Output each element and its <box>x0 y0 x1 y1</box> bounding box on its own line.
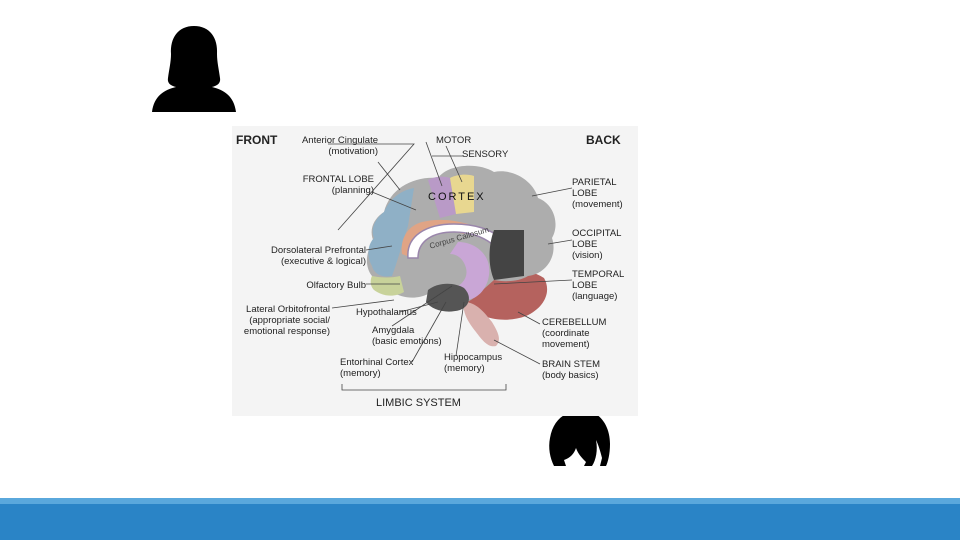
label-line: Hippocampus <box>444 352 502 363</box>
label-lateral-orbitofrontal: Lateral Orbitofrontal(appropriate social… <box>244 304 330 337</box>
label-line: (language) <box>572 291 617 302</box>
label-line: Anterior Cingulate <box>302 135 378 146</box>
label-line: CEREBELLUM <box>542 317 606 328</box>
bottom-bar-highlight <box>0 498 960 504</box>
human-silhouette-shape <box>152 26 236 112</box>
label-line: Lateral Orbitofrontal <box>246 304 330 315</box>
label-line: (vision) <box>572 250 603 261</box>
thalamus-region <box>489 230 524 280</box>
label-line: BRAIN STEM <box>542 359 600 370</box>
label-line: MOTOR <box>436 135 471 146</box>
brain-diagram: FRONT BACK CORTEX Corpus Callosum LIMBIC… <box>232 126 638 416</box>
label-motor: MOTOR <box>436 135 471 146</box>
label-hypothalamus: Hypothalamus <box>356 307 417 318</box>
label-line: (coordinate <box>542 328 590 339</box>
label-line: Entorhinal Cortex <box>340 357 414 368</box>
label-line: LOBE <box>572 188 597 199</box>
label-line: Dorsolateral Prefrontal <box>271 245 366 256</box>
label-line: (memory) <box>340 368 381 379</box>
prefrontal-region <box>368 188 414 277</box>
label-line: OCCIPITAL <box>572 228 621 239</box>
label-line: (appropriate social/ <box>249 315 330 326</box>
limbic-region <box>450 242 490 300</box>
label-line: PARIETAL <box>572 177 617 188</box>
front-label: FRONT <box>236 133 278 147</box>
label-line: LOBE <box>572 280 597 291</box>
label-line: (movement) <box>572 199 623 210</box>
label-dorsolateral-prefrontal: Dorsolateral Prefrontal(executive & logi… <box>271 245 366 267</box>
label-line: emotional response) <box>244 326 330 337</box>
brain-illustration <box>366 165 556 347</box>
label-anterior-cingulate: Anterior Cingulate(motivation) <box>302 135 378 157</box>
label-line: movement) <box>542 339 590 350</box>
structure-labels: Anterior Cingulate(motivation) MOTOR SENSO… <box>244 135 624 381</box>
label-hippocampus: Hippocampus(memory) <box>444 352 502 374</box>
bottom-accent-bar <box>0 498 960 540</box>
label-line: SENSORY <box>462 149 509 160</box>
label-line: (executive & logical) <box>281 256 366 267</box>
label-line: Amygdala <box>372 325 415 336</box>
label-olfactory-bulb: Olfactory Bulb <box>306 280 366 291</box>
label-line: (body basics) <box>542 370 599 381</box>
label-amygdala: Amygdala(basic emotions) <box>372 325 442 347</box>
bottom-bar-band <box>0 504 960 540</box>
label-line: LOBE <box>572 239 597 250</box>
label-line: (memory) <box>444 363 485 374</box>
label-line: (planning) <box>332 185 374 196</box>
human-head-silhouette-icon <box>152 26 236 112</box>
brain-stem-region <box>463 302 499 347</box>
label-line: TEMPORAL <box>572 269 624 280</box>
label-line: (basic emotions) <box>372 336 442 347</box>
label-entorhinal-cortex: Entorhinal Cortex(memory) <box>340 357 414 379</box>
label-line: (motivation) <box>328 146 378 157</box>
label-line: Hypothalamus <box>356 307 417 318</box>
limbic-system-label: LIMBIC SYSTEM <box>376 397 461 409</box>
sensory-strip <box>450 174 474 214</box>
label-line: Olfactory Bulb <box>306 280 366 291</box>
orbitofrontal-region <box>370 276 404 296</box>
label-brain-stem: BRAIN STEM(body basics) <box>542 359 600 381</box>
back-label: BACK <box>586 133 621 147</box>
label-frontal-lobe: FRONTAL LOBE(planning) <box>303 174 374 196</box>
label-sensory: SENSORY <box>462 149 509 160</box>
motor-strip <box>428 176 456 218</box>
cortex-label: CORTEX <box>428 191 486 203</box>
temporal-dark-region <box>426 283 469 312</box>
label-line: FRONTAL LOBE <box>303 174 374 185</box>
leader-lines <box>328 141 573 391</box>
